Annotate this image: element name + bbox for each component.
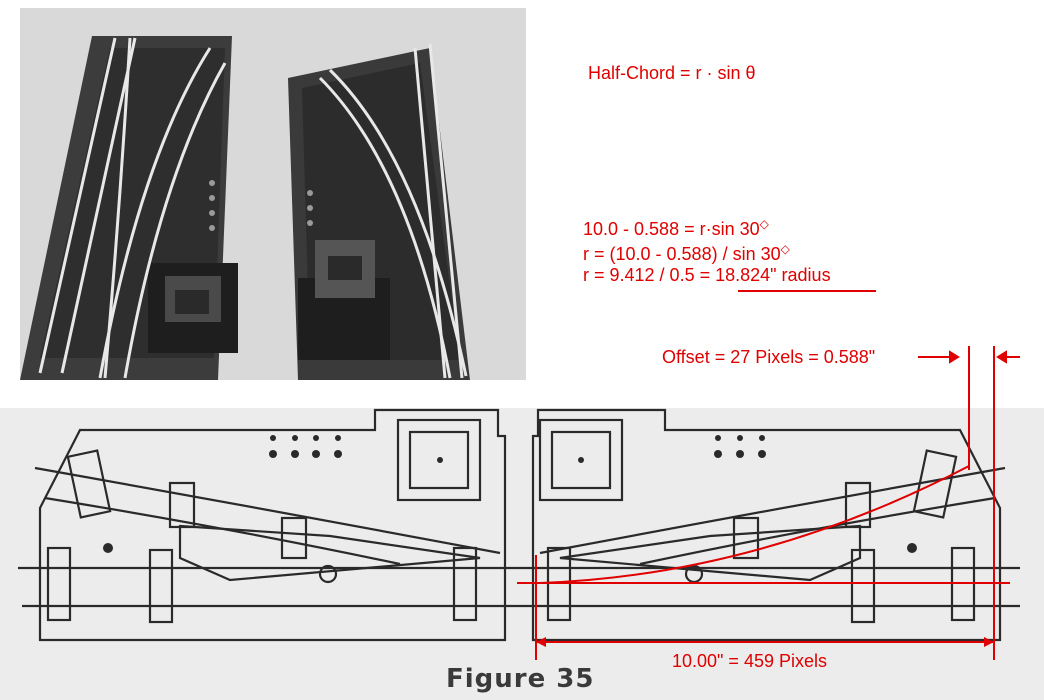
equation-line-1-text: 10.0 - 0.588 = r·sin 30 <box>583 219 760 239</box>
equation-line-2-text: r = (10.0 - 0.588) / sin 30 <box>583 244 781 264</box>
equation-line-2: r = (10.0 - 0.588) / sin 30◇ <box>583 238 790 265</box>
degree-icon: ◇ <box>780 242 790 256</box>
degree-icon: ◇ <box>759 217 769 231</box>
half-chord-formula: Half-Chord = r · sin θ <box>588 63 756 83</box>
left-switch-outline <box>38 408 507 642</box>
right-switch-outline <box>531 408 1002 642</box>
equation-line-1: 10.0 - 0.588 = r·sin 30◇ <box>583 213 769 240</box>
offset-label: Offset = 27 Pixels = 0.588" <box>662 347 876 367</box>
radius-result: 18.824" radius <box>715 265 831 285</box>
offset-arrowhead-left <box>949 350 960 364</box>
equation-line-3-text: r = 9.412 / 0.5 = <box>583 265 716 285</box>
switch-track-photo <box>20 8 526 380</box>
offset-arrowhead-right <box>996 350 1007 364</box>
figure-caption: Figure 35 <box>446 664 595 694</box>
switch-line-drawing <box>0 408 1044 700</box>
width-label: 10.00" = 459 Pixels <box>672 651 827 671</box>
equation-line-3: r = 9.412 / 0.5 = 18.824" radius <box>583 264 831 286</box>
